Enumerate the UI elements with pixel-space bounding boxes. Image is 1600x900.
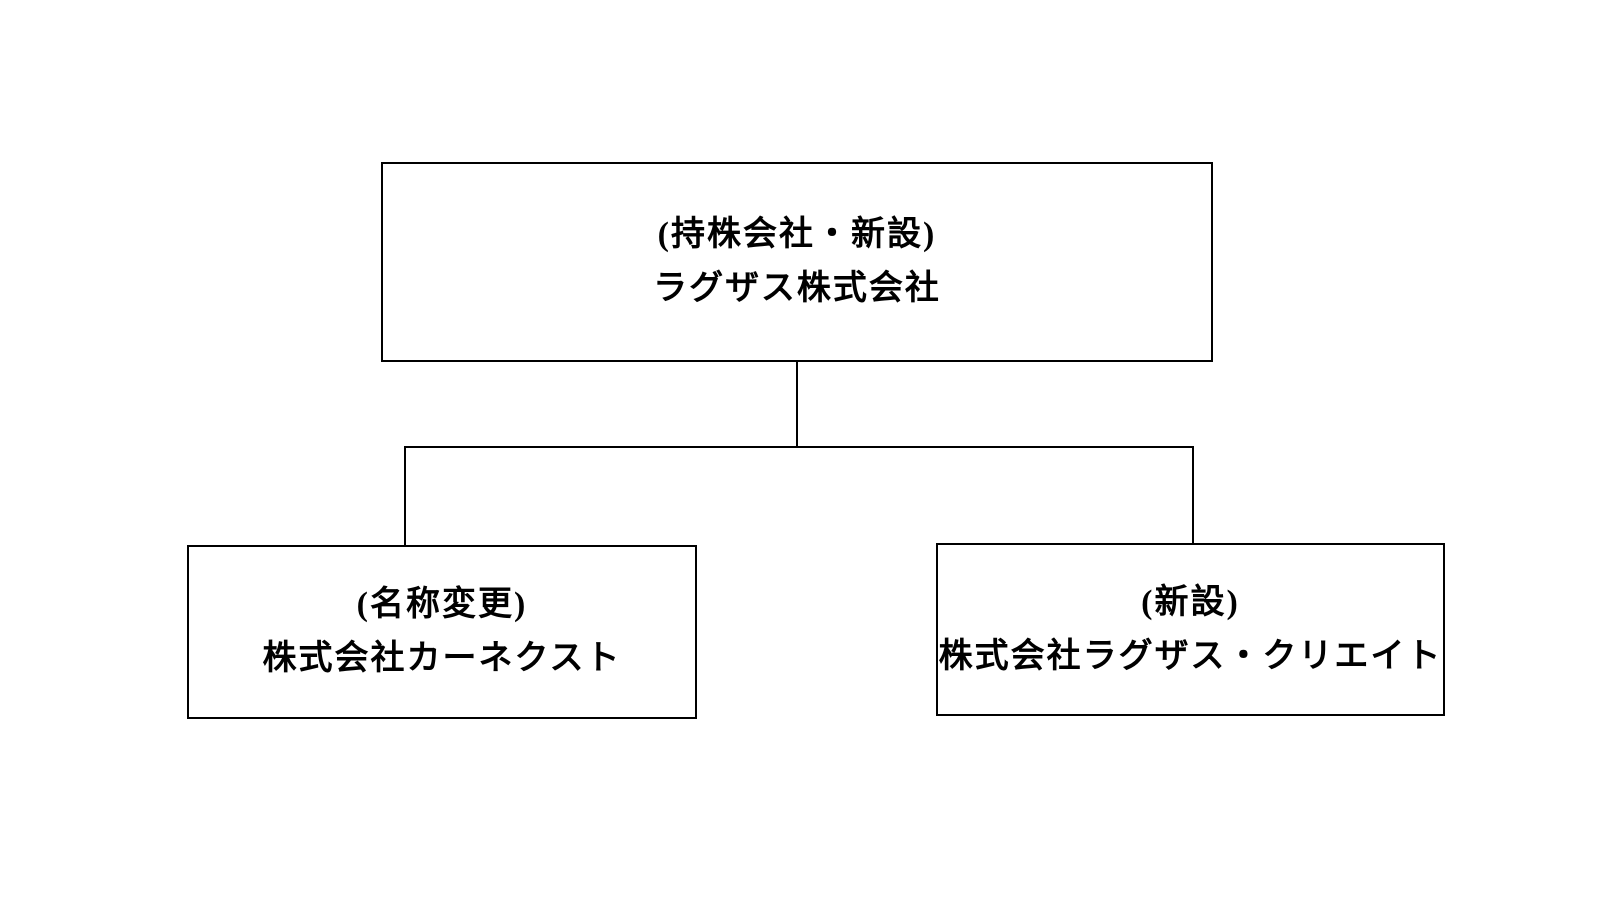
left-child-company-name: 株式会社カーネクスト xyxy=(262,640,622,677)
left-child-company-box: (名称変更) 株式会社カーネクスト xyxy=(187,545,697,719)
connector-drop-left-child xyxy=(404,446,406,546)
parent-company-name: ラグザス株式会社 xyxy=(653,270,941,307)
parent-company-annotation: (持株会社・新設) xyxy=(657,216,937,253)
connector-horizontal-rail xyxy=(404,446,1194,448)
left-child-company-annotation: (名称変更) xyxy=(356,586,528,623)
right-child-company-name: 株式会社ラグザス・クリエイト xyxy=(938,637,1443,675)
connector-drop-right-child xyxy=(1192,446,1194,544)
right-child-company-box: (新設) 株式会社ラグザス・クリエイト xyxy=(936,543,1445,716)
right-child-company-annotation: (新設) xyxy=(1141,583,1240,621)
connector-parent-stem xyxy=(796,362,798,447)
parent-company-box: (持株会社・新設) ラグザス株式会社 xyxy=(381,162,1213,362)
